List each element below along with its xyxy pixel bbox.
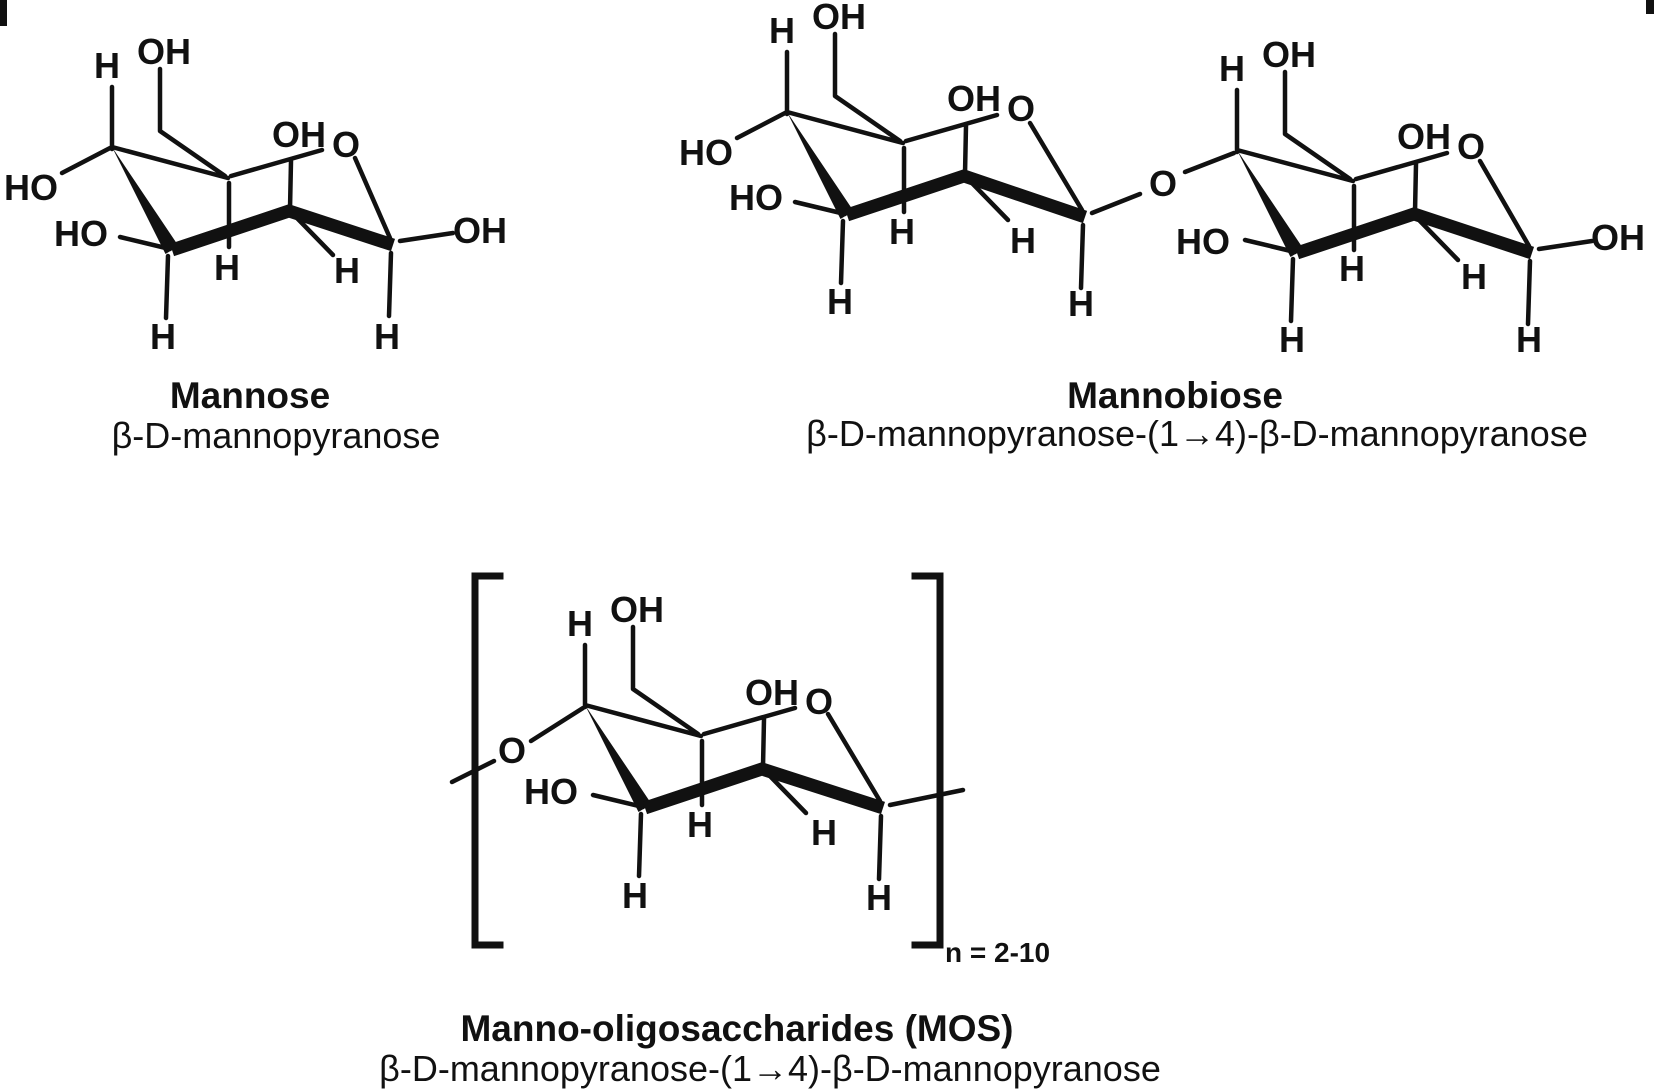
mannose-c2-oh-label: OH bbox=[272, 114, 326, 155]
mos-title: Manno-oligosaccharides (MOS) bbox=[460, 1008, 1013, 1049]
mos-repeat-count-label: n = 2-10 bbox=[945, 937, 1050, 968]
mannobiose-right-c3-ho-label: HO bbox=[1176, 221, 1230, 262]
mannobiose-left-c5-h-label: H bbox=[889, 211, 915, 252]
mannose-c1-oh-label: OH bbox=[453, 210, 507, 251]
mannobiose-glycosidic-bond bbox=[1182, 150, 1237, 175]
mannobiose-left-c4-h-label: H bbox=[769, 10, 795, 51]
scan-artifact-top-right bbox=[1646, 0, 1654, 14]
mannobiose-left-c3-h-label: H bbox=[827, 281, 853, 322]
mannobiose-right-c2-oh-label: OH bbox=[1397, 116, 1451, 157]
mannobiose-right-c5-h-label: H bbox=[1339, 248, 1365, 289]
mannobiose-left-c2-oh-label: OH bbox=[947, 78, 1001, 119]
mannobiose-right-c4-h-label: H bbox=[1219, 48, 1245, 89]
mos-c5-h-label: H bbox=[687, 804, 713, 845]
mannose-c3-h-label: H bbox=[150, 316, 176, 357]
mannobiose-left-ring-o-label: O bbox=[1007, 88, 1035, 129]
mannose-structure: H OH HO HO OH O OH H H H H Mannose β-D-m… bbox=[4, 31, 507, 456]
mannobiose-left-c2-h-label: H bbox=[1010, 220, 1036, 261]
mannobiose-left-ring-bonds bbox=[734, 31, 1143, 291]
mannobiose-left-wedge bbox=[787, 112, 854, 219]
scan-artifact-top-left bbox=[0, 0, 7, 26]
mannobiose-right-wedge bbox=[1237, 150, 1304, 257]
mannose-bold-ring-edge bbox=[169, 204, 396, 257]
mannobiose-left-c4-ho-label: HO bbox=[679, 132, 733, 173]
mos-structure: H OH O HO OH O H H H H n = 2-10 Manno-ol… bbox=[379, 572, 1161, 1089]
mos-c3-ho-label: HO bbox=[524, 771, 578, 812]
mannose-c6-oh-label: OH bbox=[137, 31, 191, 72]
mannose-ring-o-label: O bbox=[332, 124, 360, 165]
mannobiose-right-ring-o-label: O bbox=[1457, 126, 1485, 167]
mannose-wedge-c4-c3 bbox=[112, 147, 179, 254]
mos-glycosidic-o-label: O bbox=[498, 730, 526, 771]
mannobiose-glycosidic-o-label: O bbox=[1149, 163, 1177, 204]
mannobiose-left-c6-oh-label: OH bbox=[812, 0, 866, 37]
mos-c3-h-label: H bbox=[622, 875, 648, 916]
mannose-bonds bbox=[59, 66, 456, 321]
mannobiose-right-ring-bonds bbox=[1234, 69, 1595, 327]
mos-c2-h-label: H bbox=[811, 812, 837, 853]
mannobiose-left-c1-h-label: H bbox=[1068, 283, 1094, 324]
mannobiose-right-c3-h-label: H bbox=[1279, 319, 1305, 360]
mos-wedge bbox=[585, 705, 652, 812]
mos-c2-oh-label: OH bbox=[745, 672, 799, 713]
mannose-c2-h-label: H bbox=[334, 250, 360, 291]
mos-subtitle: β-D-mannopyranose-(1→4)-β-D-mannopyranos… bbox=[379, 1048, 1161, 1089]
mos-c4-h-label: H bbox=[567, 603, 593, 644]
mos-right-bracket bbox=[911, 572, 944, 949]
mannose-c1-h-label: H bbox=[374, 316, 400, 357]
mannobiose-right-c6-oh-label: OH bbox=[1262, 34, 1316, 75]
mos-bold-ring-edge bbox=[642, 762, 885, 815]
mannobiose-left-bold-ring-edge bbox=[844, 169, 1088, 224]
mannobiose-structure: O H OH HO HO OH O H H H H H OH HO OH O O… bbox=[679, 0, 1645, 454]
mannobiose-right-c1-oh-label: OH bbox=[1591, 217, 1645, 258]
mannose-c4-h-label: H bbox=[94, 45, 120, 86]
mannobiose-right-c1-h-label: H bbox=[1516, 319, 1542, 360]
mos-left-bracket bbox=[471, 572, 504, 949]
mos-ring-bonds bbox=[449, 624, 966, 882]
mannobiose-left-c3-ho-label: HO bbox=[729, 177, 783, 218]
mannose-c4-ho-label: HO bbox=[4, 167, 58, 208]
mannose-c5-h-label: H bbox=[214, 247, 240, 288]
mannose-subtitle: β-D-mannopyranose bbox=[112, 415, 441, 456]
mos-c6-oh-label: OH bbox=[610, 589, 664, 630]
mos-c1-h-label: H bbox=[866, 877, 892, 918]
mannobiose-title: Mannobiose bbox=[1067, 375, 1283, 416]
mannobiose-right-bold-ring-edge bbox=[1294, 207, 1535, 260]
mannose-title: Mannose bbox=[170, 375, 330, 416]
mos-ring-o-label: O bbox=[805, 681, 833, 722]
mannose-c3-ho-label: HO bbox=[54, 213, 108, 254]
mannobiose-subtitle: β-D-mannopyranose-(1→4)-β-D-mannopyranos… bbox=[806, 413, 1588, 454]
mannobiose-right-c2-h-label: H bbox=[1461, 256, 1487, 297]
